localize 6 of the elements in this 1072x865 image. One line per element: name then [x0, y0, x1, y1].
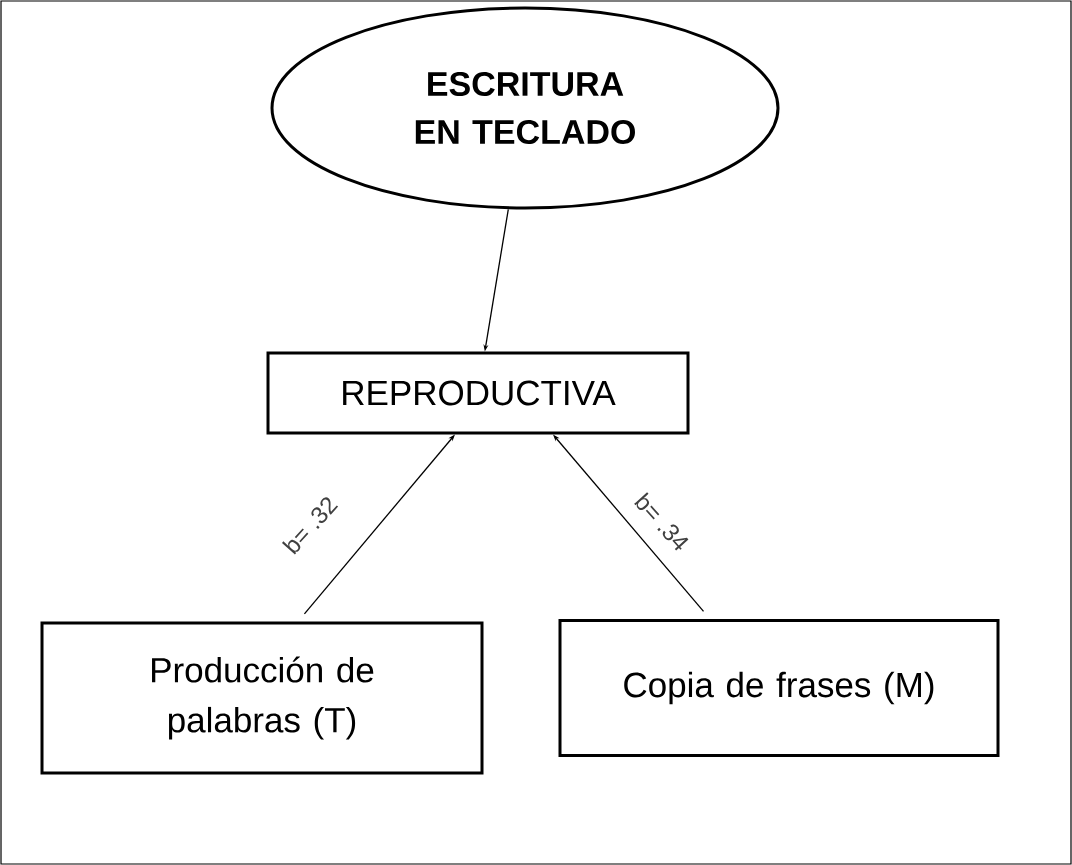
box: Copia de frases (M): [558, 619, 1000, 757]
ellipse-node: ESCRITURA EN TECLADO: [270, 6, 780, 210]
box: REPRODUCTIVA: [266, 351, 690, 435]
box: Producción de palabras (T): [40, 621, 484, 775]
edge-label: b= .32: [282, 497, 339, 555]
edge-label: b= .34: [634, 492, 689, 551]
